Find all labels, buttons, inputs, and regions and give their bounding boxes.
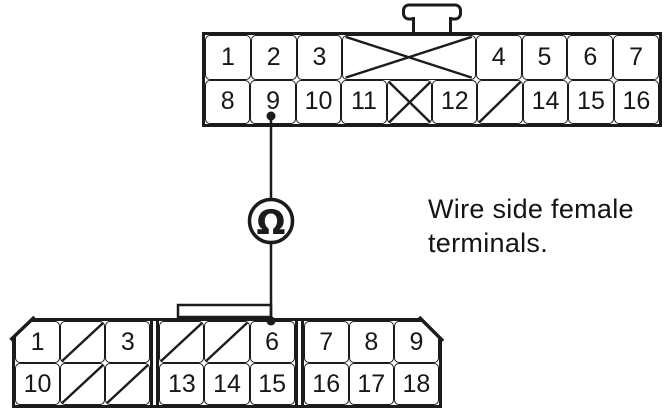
terminal-cell-8: 8 xyxy=(348,321,394,363)
terminal-cell-12: 12 xyxy=(432,79,478,124)
blocked-cell xyxy=(204,321,250,363)
blocked-cell xyxy=(105,363,151,405)
terminal-cell-15: 15 xyxy=(249,363,295,405)
terminal-cell-10: 10 xyxy=(15,363,61,405)
terminal-cell-2: 2 xyxy=(250,35,297,80)
group-separator xyxy=(150,363,160,405)
group-separator xyxy=(294,363,304,405)
blocked-cell xyxy=(477,79,523,124)
terminal-cell-1: 1 xyxy=(205,35,251,80)
terminal-cell-14: 14 xyxy=(522,79,569,124)
terminal-cell-4: 4 xyxy=(475,35,522,80)
ohmmeter-circle xyxy=(247,197,295,245)
terminal-cell-13: 13 xyxy=(159,363,205,405)
terminal-cell-8: 8 xyxy=(205,79,251,124)
connector-lock-tab xyxy=(402,3,462,33)
crossed-cell xyxy=(342,35,476,80)
group-separator xyxy=(150,321,160,363)
terminal-cell-18: 18 xyxy=(393,363,439,405)
terminal-cell-1: 1 xyxy=(15,321,61,363)
ohmmeter: Ω xyxy=(247,197,295,245)
terminal-cell-16: 16 xyxy=(303,363,349,405)
terminal-cell-3: 3 xyxy=(296,35,343,80)
terminal-cell-17: 17 xyxy=(348,363,394,405)
blocked-cell xyxy=(159,321,205,363)
terminal-cell-9: 9 xyxy=(250,79,296,124)
terminal-cell-14: 14 xyxy=(204,363,250,405)
chamfered-corner-right xyxy=(416,314,445,343)
terminal-cell-5: 5 xyxy=(521,35,568,80)
blocked-cell xyxy=(60,321,106,363)
terminal-cell-9: 9 xyxy=(393,321,439,363)
terminal-cell-7: 7 xyxy=(303,321,349,363)
terminal-cell-11: 11 xyxy=(341,79,387,124)
terminal-6-bracket xyxy=(176,303,273,319)
terminal-cell-10: 10 xyxy=(295,79,342,124)
ohmmeter-symbol: Ω xyxy=(257,203,286,243)
crossed-cell xyxy=(386,79,433,124)
group-separator xyxy=(294,321,304,363)
probe-dot-terminal-6 xyxy=(266,316,276,326)
terminal-cell-16: 16 xyxy=(613,79,660,124)
terminal-cell-7: 7 xyxy=(613,35,659,80)
caption: Wire side female terminals. xyxy=(428,194,634,258)
terminal-cell-15: 15 xyxy=(568,79,614,124)
probe-dot-terminal-9 xyxy=(266,111,276,121)
blocked-cell xyxy=(60,363,106,405)
chamfered-corner-left xyxy=(8,314,37,343)
terminal-cell-6: 6 xyxy=(567,35,614,80)
terminal-cell-3: 3 xyxy=(105,321,151,363)
